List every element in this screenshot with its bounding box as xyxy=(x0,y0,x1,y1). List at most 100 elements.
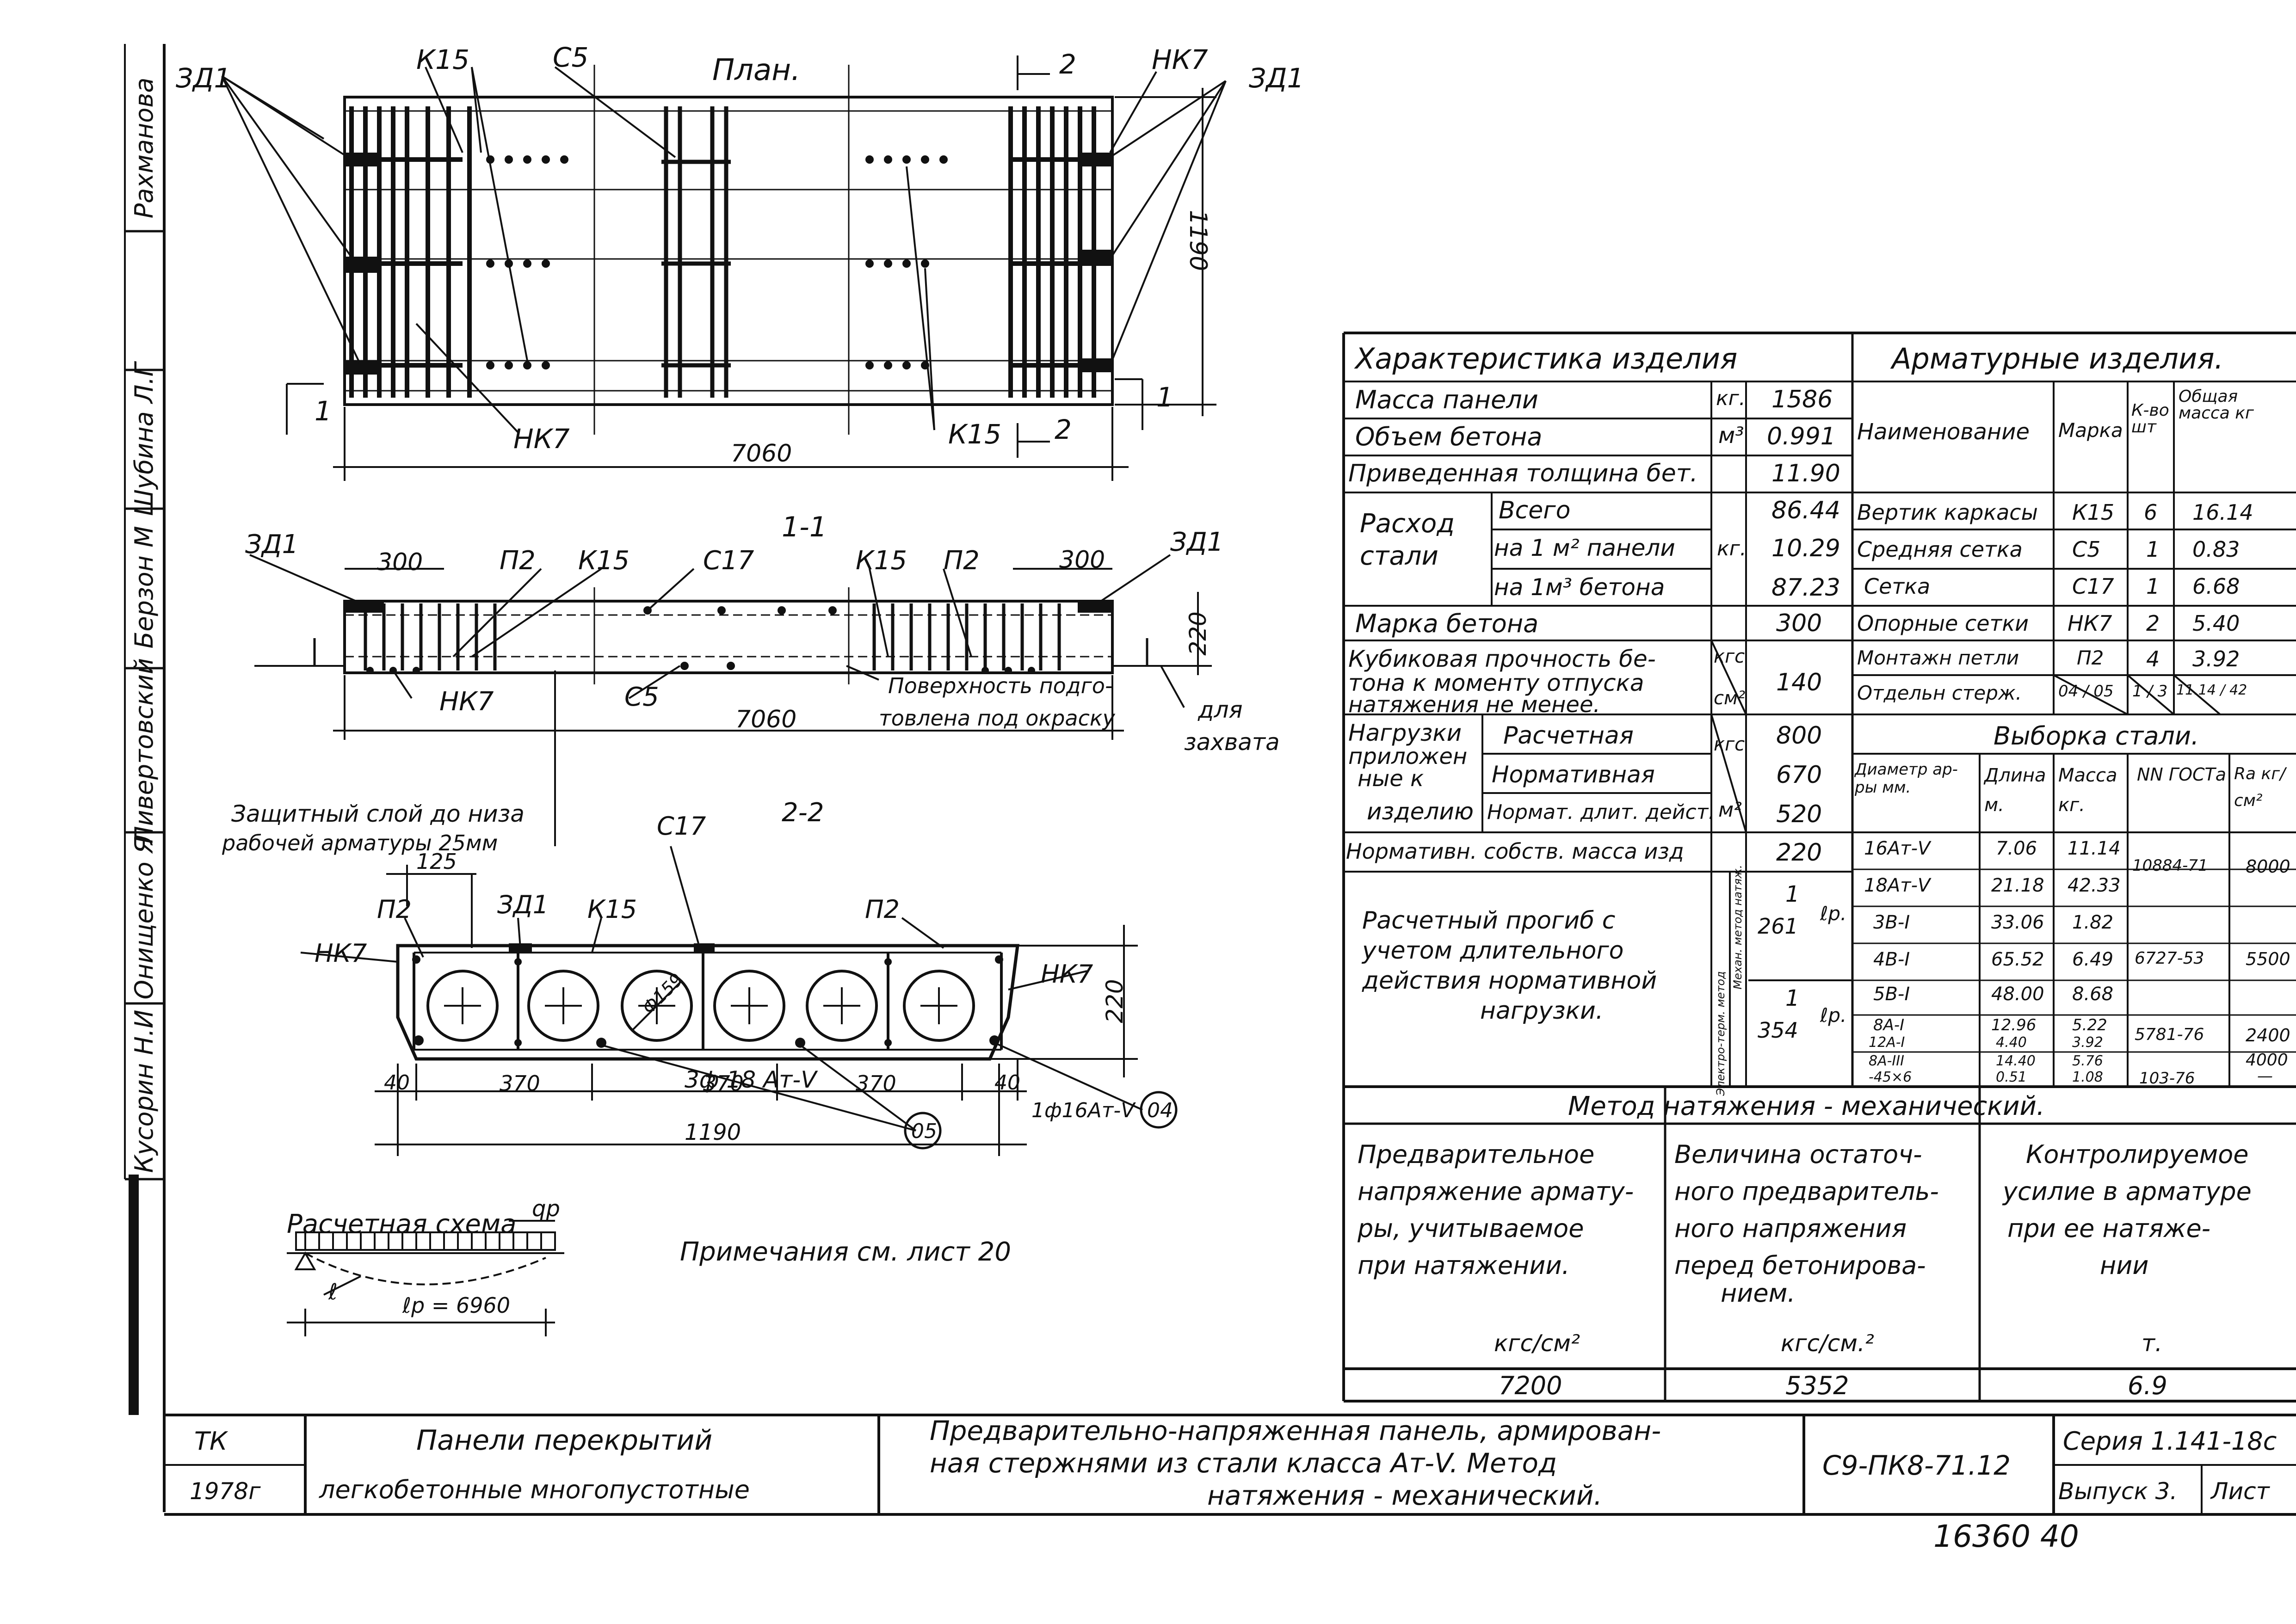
char-row-2-name: Объем бетона xyxy=(1355,422,1543,451)
sel-row-3-dia: 3В-I xyxy=(1873,912,1910,933)
sel-row-3-len: 33.06 xyxy=(1991,912,2044,933)
sel-row-9-len: 0.51 xyxy=(1996,1069,2027,1085)
steel-row-2-name: на 1 м² панели xyxy=(1494,535,1675,561)
sel-row-9-mass: 1.08 xyxy=(2072,1069,2103,1085)
stamp-name-2: Онищенко Я xyxy=(130,836,159,1000)
sel-row-2-dia: 18Ат-V xyxy=(1864,875,1931,896)
sel-row-3-mass: 1.82 xyxy=(2072,912,2114,933)
sel-row-6-len: 12.96 xyxy=(1991,1016,2037,1034)
label-sec1-right: 1 xyxy=(1156,381,1173,413)
s11-p2-right: П2 xyxy=(944,546,980,576)
reinforcement-header: Арматурные изделия. xyxy=(1892,342,2224,375)
grade-name: Марка бетона xyxy=(1355,609,1539,638)
s22-dim-370-2: 370 xyxy=(703,1071,744,1096)
s11-grip-2: захвата xyxy=(1184,729,1280,756)
char-row-1-unit: кг. xyxy=(1716,387,1746,410)
gost-1-ra: 8000 xyxy=(2246,856,2290,877)
reinf-row-1-mass: 16.14 xyxy=(2192,500,2253,525)
reinf-col-mark: Марка xyxy=(2058,419,2123,442)
sel-row-8-mass: 5.76 xyxy=(2072,1053,2103,1069)
reinf-row-6-qty: 1 / 3 xyxy=(2132,682,2168,701)
s11-cover-note-1: Защитный слой до низа xyxy=(231,800,525,827)
s22-p2-left: П2 xyxy=(377,895,412,924)
sel-col-len: Длина м. xyxy=(1984,765,2046,816)
tension-col2-line1: Величина остаточ- xyxy=(1674,1140,1922,1169)
tension-value-1: 7200 xyxy=(1499,1371,1562,1400)
scheme-span: ℓр = 6960 xyxy=(402,1293,511,1318)
steel-row-3-name: на 1м³ бетона xyxy=(1494,574,1665,601)
tension-col3-line4: нии xyxy=(2100,1251,2149,1280)
own-weight-name: Нормативн. собств. масса изд xyxy=(1346,839,1684,864)
stamp-name-3: Ливертовский xyxy=(130,658,159,845)
char-row-1-value: 1586 xyxy=(1771,386,1833,413)
title-name-2: легкобетонные многопустотные xyxy=(319,1475,750,1504)
loads-label-3: ные к xyxy=(1358,766,1424,792)
label-zd1-right: ЗД1 xyxy=(1249,62,1304,94)
sel-row-7-len: 4.40 xyxy=(1996,1034,2027,1051)
tension-col3-line1: Контролируемое xyxy=(2026,1140,2249,1169)
steel-row-2-value: 10.29 xyxy=(1771,535,1840,562)
title-year: 1978г xyxy=(190,1478,261,1505)
steel-label-1: Расход xyxy=(1360,509,1455,539)
reinf-col-qty: К-во шт xyxy=(2131,401,2169,437)
title-code: С9-ПК8-71.12 xyxy=(1822,1450,2011,1481)
plan-title: План. xyxy=(712,53,801,87)
s11-cover-note-2: рабочей арматуры 25мм xyxy=(222,830,498,855)
s11-surface-note-1: Поверхность подго- xyxy=(888,673,1113,698)
reinf-col-name: Наименование xyxy=(1857,419,2030,445)
reinf-row-3-name: Сетка xyxy=(1864,574,1931,599)
title-issue: Выпуск 3. xyxy=(2058,1478,2178,1505)
loads-label-4: изделию xyxy=(1367,798,1474,825)
sel-row-1-mass: 11.14 xyxy=(2068,838,2121,859)
sel-row-6-mass: 5.22 xyxy=(2072,1016,2107,1034)
bottom-number: 16360 40 xyxy=(1933,1519,2079,1554)
loads-row-1-value: 800 xyxy=(1776,722,1822,750)
label-sec2-top: 2 xyxy=(1059,49,1076,80)
tension-unit-3: т. xyxy=(2142,1330,2163,1357)
gost-5-ra: — xyxy=(2257,1067,2273,1085)
gost-3-code: 5781-76 xyxy=(2135,1025,2204,1044)
reinf-row-1-mark: К15 xyxy=(2072,500,2115,525)
reinf-row-5-qty: 4 xyxy=(2146,646,2160,671)
label-c5: С5 xyxy=(553,42,589,73)
reinf-row-6-mass: 11.14 / 42 xyxy=(2176,682,2247,698)
s22-dim-370-3: 370 xyxy=(856,1071,896,1096)
tension-col3-line3: при ее натяже- xyxy=(2007,1214,2211,1243)
reinf-row-5-mass: 3.92 xyxy=(2192,646,2240,671)
sel-row-4-dia: 4В-I xyxy=(1873,949,1910,970)
s11-zd1-left: ЗД1 xyxy=(245,529,299,560)
label-sec1-left: 1 xyxy=(315,395,332,427)
sel-col-mass: Масса кг. xyxy=(2058,765,2117,816)
tension-col3-line2: усилие в арматуре xyxy=(2003,1177,2252,1206)
tension-unit-1: кгс/см² xyxy=(1494,1330,1580,1357)
s22-k15: К15 xyxy=(587,895,637,924)
cube-unit-2: см² xyxy=(1714,688,1746,709)
title-desc-2: ная стержнями из стали класса Ат-V. Мето… xyxy=(930,1447,1557,1479)
s11-k15-right: К15 xyxy=(856,546,907,576)
deflection-frac-bot-1: 261 xyxy=(1758,914,1798,939)
tension-col1-line4: при натяжении. xyxy=(1358,1251,1570,1280)
s22-bars-1: 1ф16Ат-V xyxy=(1031,1099,1135,1122)
s22-c17: С17 xyxy=(657,812,706,841)
s11-grip-1: для xyxy=(1198,696,1243,723)
s11-p2-left: П2 xyxy=(500,546,536,576)
loads-row-2-name: Нормативная xyxy=(1492,761,1655,788)
reinf-row-4-qty: 2 xyxy=(2146,611,2160,636)
sel-row-6-dia: 8А-I xyxy=(1873,1016,1905,1034)
title-name-1: Панели перекрытий xyxy=(416,1424,713,1457)
loads-label-2: приложен xyxy=(1348,744,1468,769)
s11-300-left: 300 xyxy=(377,548,423,576)
section-1-1-title: 1-1 xyxy=(782,511,827,543)
cube-line-2: тона к моменту отпуска xyxy=(1348,670,1644,696)
deflection-line-2: учетом длительного xyxy=(1362,937,1624,965)
tension-col1-line1: Предварительное xyxy=(1358,1140,1595,1169)
s22-dim-40-right: 40 xyxy=(994,1071,1020,1095)
reinf-col-mass: Общая масса кг xyxy=(2179,387,2254,423)
tension-unit-2: кгс/см.² xyxy=(1781,1330,1874,1357)
sel-col-dia: Диаметр ар-ры мм. xyxy=(1855,760,1958,797)
deflection-unit-2: ℓр. xyxy=(1820,1004,1847,1027)
tension-col2-line3: ного напряжения xyxy=(1674,1214,1907,1243)
title-desc-1: Предварительно-напряженная панель, армир… xyxy=(930,1415,1661,1446)
own-weight-value: 220 xyxy=(1776,839,1822,867)
